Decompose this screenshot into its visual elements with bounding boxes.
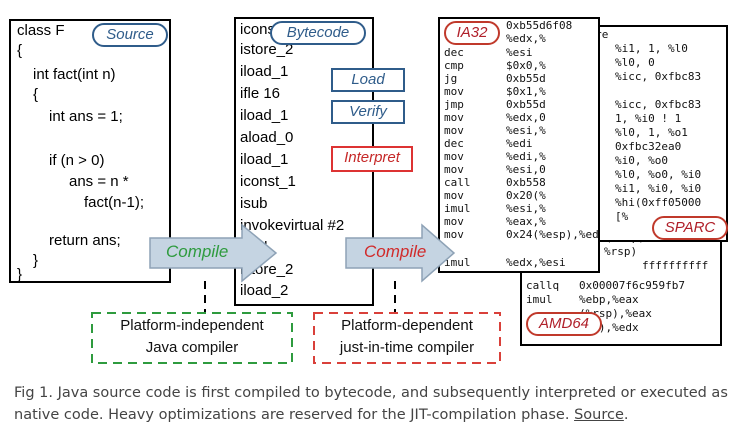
ia32-code: $0x1,% bbox=[506, 85, 546, 98]
source-line: fact(n-1); bbox=[84, 194, 145, 211]
ia32-code: 0xb55d bbox=[506, 72, 546, 85]
ia32-mnemonic: mov bbox=[444, 228, 464, 241]
ia32-code: %edx,% bbox=[506, 32, 546, 45]
bytecode-line: iload_2 bbox=[240, 282, 289, 299]
caption-source-link[interactable]: Source bbox=[574, 407, 624, 423]
source-code-panel: class F { int fact(int n) { int ans = 1;… bbox=[9, 19, 171, 283]
ia32-code: 0x24(%esp),%edx bbox=[506, 228, 600, 241]
ia32-code: $0x0,% bbox=[506, 59, 546, 72]
source-line: } bbox=[17, 266, 23, 283]
bytecode-line: isub bbox=[240, 195, 268, 212]
jit-compiler-line1: Platform-dependent bbox=[341, 317, 473, 334]
ia32-code: 0xb55d6f08 bbox=[506, 19, 573, 32]
ia32-mnemonic: mov bbox=[444, 124, 464, 137]
caption-end: . bbox=[623, 407, 629, 423]
amd64-code: callq 0x00007f6c959fb7 bbox=[526, 279, 685, 292]
ia32-mnemonic: call bbox=[444, 176, 471, 189]
ia32-mnemonic: imul bbox=[444, 202, 471, 215]
diagram-figure: class F { int fact(int n) { int ans = 1;… bbox=[9, 17, 728, 364]
compile-label-java: Compile bbox=[166, 242, 229, 261]
java-compiler-box: Platform-independent Java compiler bbox=[94, 315, 290, 361]
ia32-mnemonic: imul bbox=[444, 256, 471, 269]
ia32-code: %edx,%esi bbox=[506, 256, 566, 269]
ia32-mnemonic: jg bbox=[444, 72, 458, 85]
ia32-code: 0xb558 bbox=[506, 176, 546, 189]
ia32-mnemonic: jmp bbox=[444, 98, 464, 111]
bytecode-line: aload_0 bbox=[240, 129, 294, 146]
source-line: int fact(int n) bbox=[33, 66, 116, 83]
ia32-panel: 0xb55d6f08 %edx,% dec %esi cmp $0x0,% jg… bbox=[438, 17, 600, 273]
source-line: { bbox=[33, 86, 39, 103]
ia32-mnemonic: mov bbox=[444, 189, 464, 202]
ia32-code: 0x20(% bbox=[506, 189, 546, 202]
ia32-mnemonic: mov bbox=[444, 111, 464, 124]
bytecode-line: istore_2 bbox=[240, 41, 294, 58]
source-line: if (n > 0) bbox=[49, 152, 105, 169]
ia32-code: %esi,% bbox=[506, 124, 546, 137]
jit-compiler-line2: just-in-time compiler bbox=[339, 339, 475, 356]
ia32-mnemonic: cmp bbox=[444, 59, 464, 72]
source-line: { bbox=[17, 42, 23, 59]
ia32-mnemonic: mov bbox=[444, 85, 464, 98]
compile-arrow-jit bbox=[345, 223, 456, 283]
java-compiler-border bbox=[91, 312, 293, 364]
compile-arrow-java bbox=[149, 223, 278, 283]
bytecode-line: invokevirtual #2 bbox=[240, 217, 345, 234]
ia32-code: %esi,% bbox=[506, 202, 546, 215]
ia32-code: %edi bbox=[506, 137, 533, 150]
caption-text: Fig 1. Java source code is first compile… bbox=[14, 385, 728, 423]
amd64-code: ffffffffff bbox=[642, 259, 709, 272]
ia32-code: 0xb55d bbox=[506, 98, 546, 111]
source-line: ans = n * bbox=[69, 173, 129, 190]
java-compiler-line2: Java compiler bbox=[145, 339, 239, 356]
ia32-code: %edi,% bbox=[506, 150, 546, 163]
ia32-mnemonic: mov bbox=[444, 215, 464, 228]
java-compiler-line1: Platform-independent bbox=[120, 317, 264, 334]
ia32-tag: IA32 bbox=[444, 21, 500, 45]
source-line: return ans; bbox=[49, 232, 121, 249]
source-line: int ans = 1; bbox=[49, 108, 123, 125]
bytecode-tag: Bytecode bbox=[270, 21, 366, 45]
compile-label-jit: Compile bbox=[364, 242, 427, 261]
source-line: } bbox=[33, 252, 39, 269]
source-tag: Source bbox=[92, 23, 168, 47]
sparc-tag: SPARC bbox=[652, 216, 728, 240]
jit-compiler-border bbox=[313, 312, 501, 364]
ia32-mnemonic: mov bbox=[444, 163, 464, 176]
load-step: Load bbox=[331, 68, 405, 92]
interpret-step: Interpret bbox=[331, 146, 413, 172]
amd64-code: %rsp) bbox=[604, 245, 638, 258]
ia32-mnemonic: dec bbox=[444, 137, 464, 150]
ia32-mnemonic: mov bbox=[444, 150, 464, 163]
verify-step: Verify bbox=[331, 100, 405, 124]
ia32-code: %eax,% bbox=[506, 215, 546, 228]
source-line: class F bbox=[17, 22, 65, 39]
bytecode-line: iconst_1 bbox=[240, 173, 296, 190]
bytecode-line: iload_1 bbox=[240, 151, 289, 168]
ia32-mnemonic: dec bbox=[444, 46, 464, 59]
bytecode-line: ifle 16 bbox=[240, 85, 281, 102]
bytecode-line: iload_1 bbox=[240, 107, 289, 124]
ia32-code: %esi bbox=[506, 46, 533, 59]
amd64-code: imul %ebp,%eax bbox=[526, 293, 639, 306]
jit-compiler-box: Platform-dependent just-in-time compiler bbox=[316, 315, 498, 361]
arrows-layer bbox=[91, 223, 501, 364]
bytecode-line: iload_1 bbox=[240, 63, 289, 80]
ia32-code: %esi,0 bbox=[506, 163, 546, 176]
ia32-code: %edx,0 bbox=[506, 111, 546, 124]
figure-caption: Fig 1. Java source code is first compile… bbox=[14, 382, 734, 426]
amd64-tag: AMD64 bbox=[526, 312, 602, 336]
